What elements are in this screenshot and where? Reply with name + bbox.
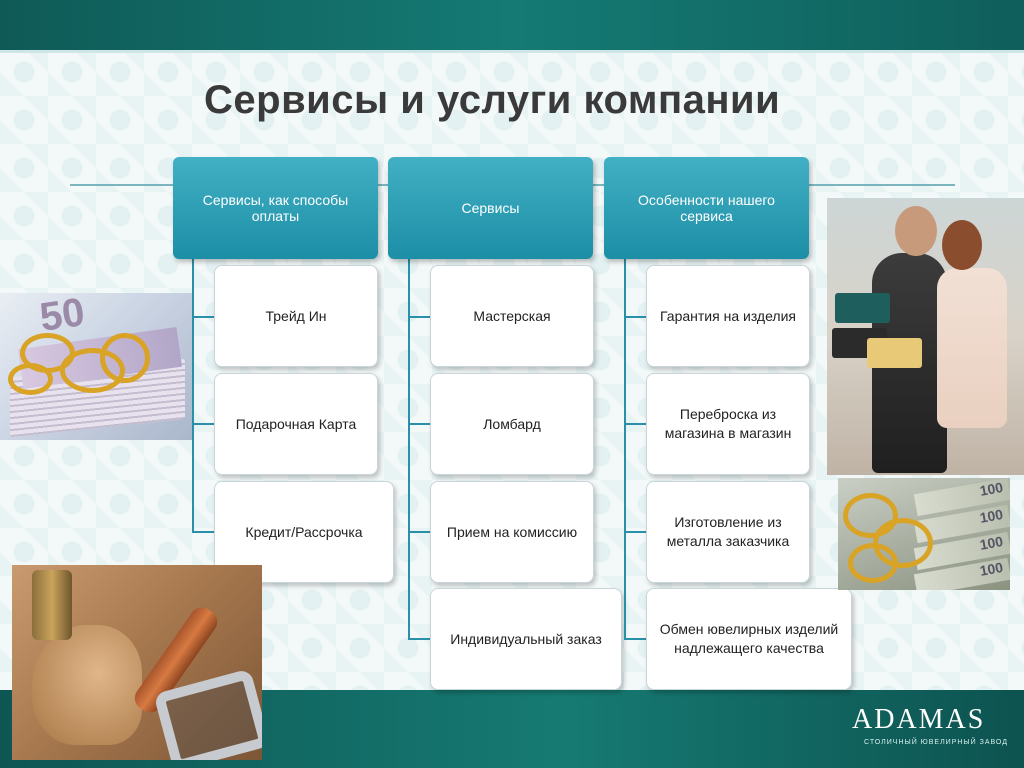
column-2-connector bbox=[408, 259, 410, 640]
brand-tagline: СТОЛИЧНЫЙ ЮВЕЛИРНЫЙ ЗАВОД bbox=[864, 739, 1008, 746]
item-workshop: Мастерская bbox=[430, 265, 594, 367]
item-pawnshop: Ломбард bbox=[430, 373, 594, 475]
item-warranty: Гарантия на изделия bbox=[646, 265, 810, 367]
top-bar bbox=[0, 0, 1024, 53]
column-3-connector bbox=[624, 259, 626, 640]
brand-logo: ADAMAS bbox=[852, 704, 986, 735]
item-exchange: Обмен ювелирных изделий надлежащего каче… bbox=[646, 588, 852, 690]
money-gold-photo: 50 bbox=[0, 293, 192, 440]
item-transfer: Переброска из магазина в магазин bbox=[646, 373, 810, 475]
connector bbox=[624, 316, 646, 318]
item-gift-card: Подарочная Карта bbox=[214, 373, 378, 475]
connector bbox=[408, 423, 430, 425]
column-1-connector bbox=[192, 259, 194, 532]
couple-gift-card-photo bbox=[827, 198, 1024, 475]
connector bbox=[624, 423, 646, 425]
item-trade-in: Трейд Ин bbox=[214, 265, 378, 367]
connector bbox=[408, 638, 430, 640]
connector bbox=[192, 423, 214, 425]
connector bbox=[624, 531, 646, 533]
slide-title: Сервисы и услуги компании bbox=[204, 78, 781, 122]
connector bbox=[408, 531, 430, 533]
item-credit: Кредит/Рассрочка bbox=[214, 481, 394, 583]
jeweler-tools-photo bbox=[12, 565, 262, 760]
item-custom-order: Индивидуальный заказ bbox=[430, 588, 622, 690]
column-3-header: Особенности нашего сервиса bbox=[604, 157, 809, 259]
column-2-header: Сервисы bbox=[388, 157, 593, 259]
connector bbox=[192, 531, 214, 533]
connector bbox=[192, 316, 214, 318]
item-customer-metal: Изготовление из металла заказчика bbox=[646, 481, 810, 583]
connector bbox=[408, 316, 430, 318]
connector bbox=[624, 638, 646, 640]
column-1-header: Сервисы, как способы оплаты bbox=[173, 157, 378, 259]
money-jewelry-photo: 100 100 100 100 bbox=[838, 478, 1010, 590]
item-commission: Прием на комиссию bbox=[430, 481, 594, 583]
